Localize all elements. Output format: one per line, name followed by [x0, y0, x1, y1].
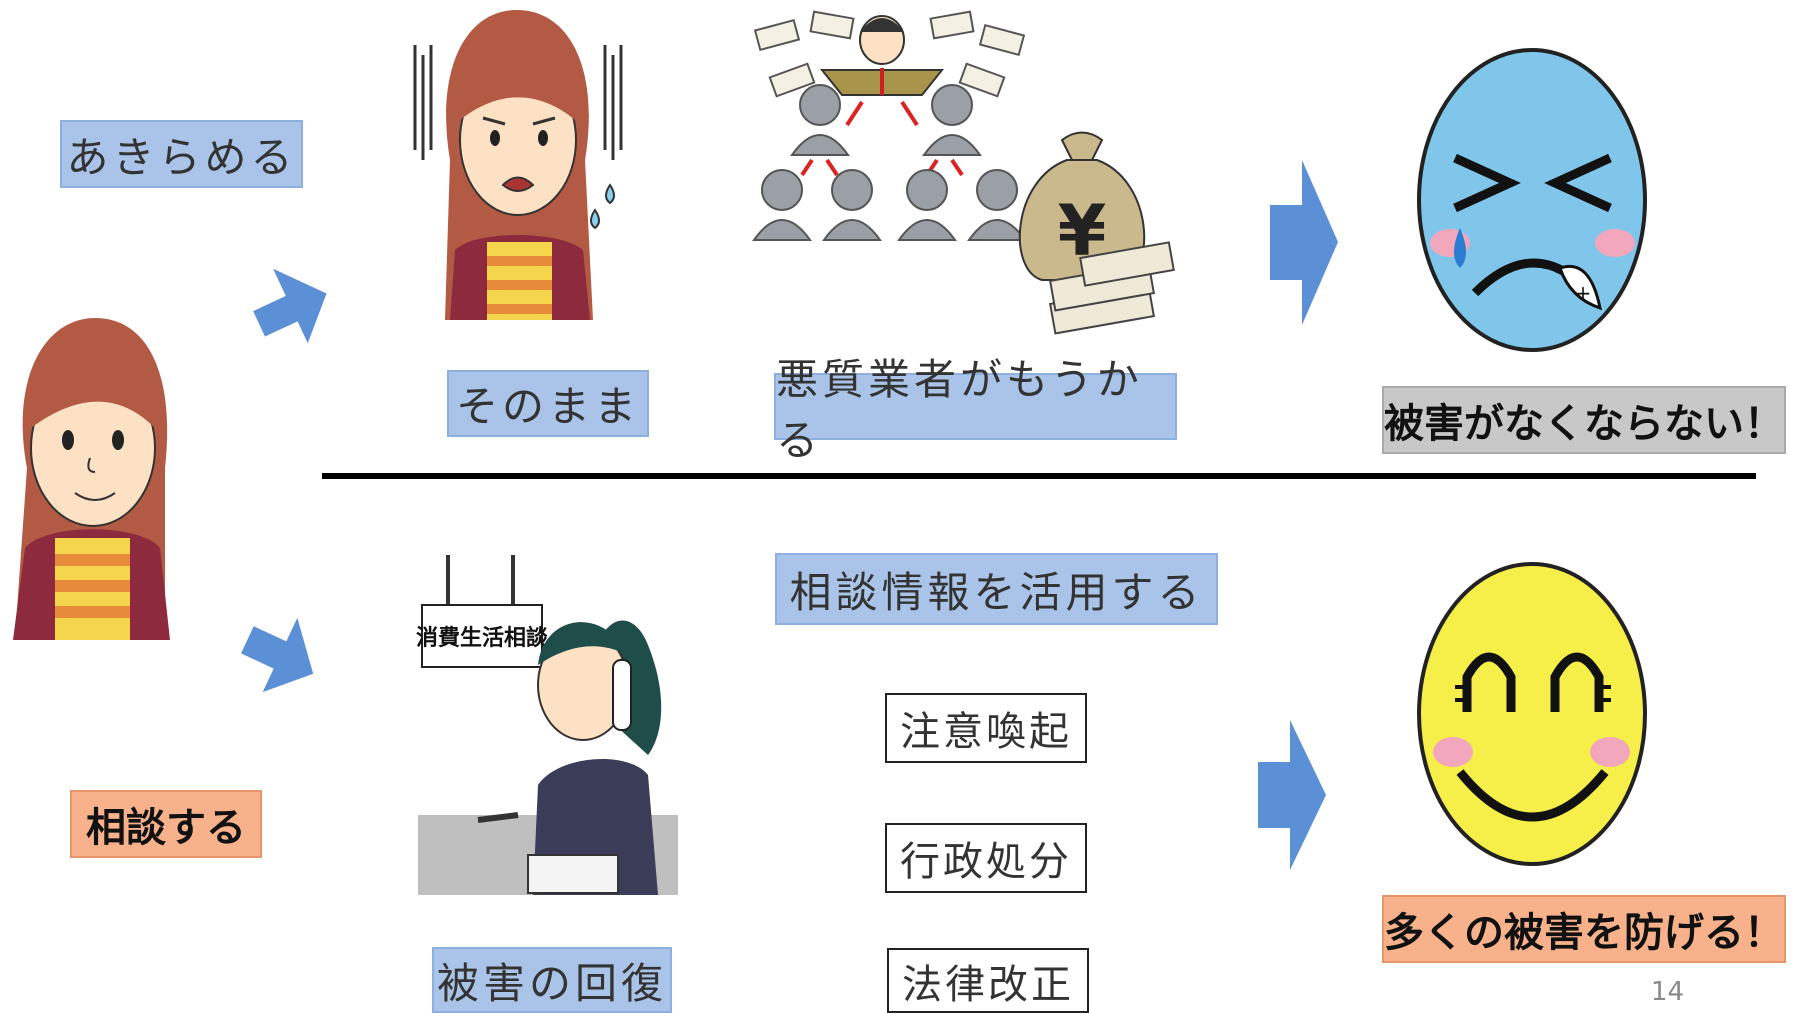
alert-box: 注意喚起 — [885, 693, 1087, 763]
as-is-label: そのまま — [447, 370, 649, 437]
phone-consultant-illustration: 消費生活相談 — [416, 555, 678, 895]
woman-illustration — [13, 318, 170, 640]
happy-face-icon — [1417, 562, 1647, 866]
prevent-damage-label: 多くの被害を防げる！ — [1382, 895, 1786, 963]
consult-label: 相談する — [70, 790, 262, 858]
consult-sign-text: 消費生活相談 — [416, 625, 549, 651]
fraud-pyramid-illustration: ¥ — [752, 10, 1175, 335]
worried-woman-illustration — [413, 10, 623, 320]
sad-face-icon: + — [1417, 48, 1647, 352]
fraud-profit-label: 悪質業者がもうかる — [774, 355, 1177, 465]
arrow-down-right-icon — [241, 617, 314, 693]
section-divider — [322, 473, 1756, 479]
law-revision-box: 法律改正 — [887, 948, 1089, 1013]
arrow-right-icon — [1258, 720, 1326, 870]
damage-recovery-label: 被害の回復 — [432, 947, 672, 1013]
use-consultation-info-label: 相談情報を活用する — [775, 553, 1218, 625]
svg-text:+: + — [1575, 281, 1592, 305]
arrow-up-right-icon — [253, 268, 327, 344]
damage-continues-label: 被害がなくならない！ — [1382, 386, 1786, 454]
give-up-label: あきらめる — [60, 120, 303, 188]
page-number: 14 — [1650, 977, 1684, 1007]
arrow-right-icon — [1270, 160, 1338, 325]
admin-action-box: 行政処分 — [885, 823, 1087, 893]
